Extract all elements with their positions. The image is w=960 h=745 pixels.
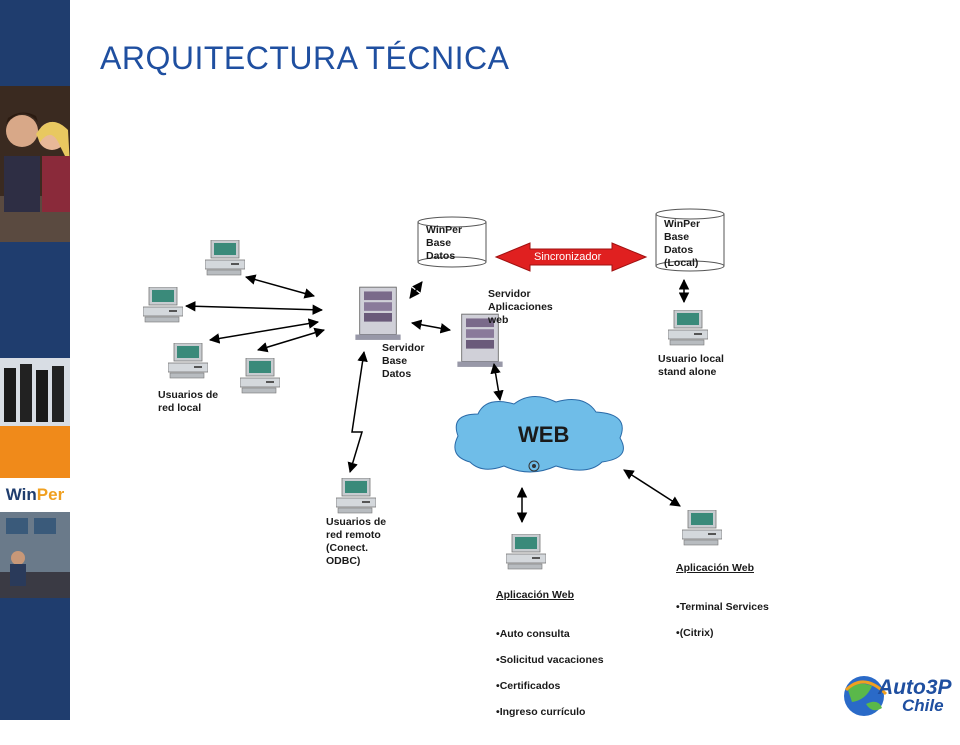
architecture-diagram <box>143 208 888 716</box>
citrix-app-item: Terminal Services <box>676 601 769 614</box>
database-local-icon <box>655 208 725 272</box>
remote-users-label: Usuarios de red remoto (Conect. ODBC) <box>326 516 387 567</box>
web-app-item: Certificados <box>496 680 604 693</box>
db-server-label: Servidor Base Datos <box>382 342 425 380</box>
standalone-computer-icon <box>668 310 708 346</box>
datacenter-photo <box>0 358 70 426</box>
database-icon <box>417 216 487 268</box>
web-app-item: Ingreso currículo <box>496 706 604 719</box>
page-title: ARQUITECTURA TÉCNICA <box>100 40 510 76</box>
winper-logo: WinPer <box>0 478 70 512</box>
local-user-computer-icon <box>143 287 183 323</box>
orange-block <box>0 426 70 478</box>
local-user-computer-icon <box>168 343 208 379</box>
citrix-app-info: Aplicación Web Terminal Services (Citrix… <box>676 549 769 666</box>
local-user-computer-icon <box>240 358 280 394</box>
web-app-title: Aplicación Web <box>496 589 574 601</box>
brand-name: Auto3P <box>878 676 952 699</box>
db-local-label: WinPer Base Datos (Local) <box>664 218 701 269</box>
citrix-app-title: Aplicación Web <box>676 562 754 574</box>
web-app-computer-icon <box>506 534 546 570</box>
control-room-photo <box>0 512 70 598</box>
web-app-item: Solicitud vacaciones <box>496 654 604 667</box>
globe-logo-icon <box>844 676 888 716</box>
citrix-computer-icon <box>682 510 722 546</box>
web-cloud-label: WEB <box>518 422 570 447</box>
people-photo <box>0 86 70 242</box>
brand-country: Chile <box>902 696 944 715</box>
standalone-user-label: Usuario local stand alone <box>658 353 724 378</box>
remote-user-computer-icon <box>336 478 376 514</box>
db-server-icon <box>354 286 402 341</box>
local-user-computer-icon <box>205 240 245 276</box>
web-app-info: Aplicación Web Auto consulta Solicitud v… <box>496 576 604 745</box>
web-server-label: Servidor Aplicaciones web <box>488 288 553 326</box>
sync-arrow <box>494 242 648 272</box>
auto3p-logo: Auto3P Chile <box>840 672 960 720</box>
citrix-app-item: (Citrix) <box>676 627 769 640</box>
db-label: WinPer Base Datos <box>426 224 463 262</box>
sync-label: Sincronizador <box>534 251 602 263</box>
web-cloud <box>454 396 624 473</box>
local-users-label: Usuarios de red local <box>158 389 219 414</box>
web-app-item: Auto consulta <box>496 628 604 641</box>
